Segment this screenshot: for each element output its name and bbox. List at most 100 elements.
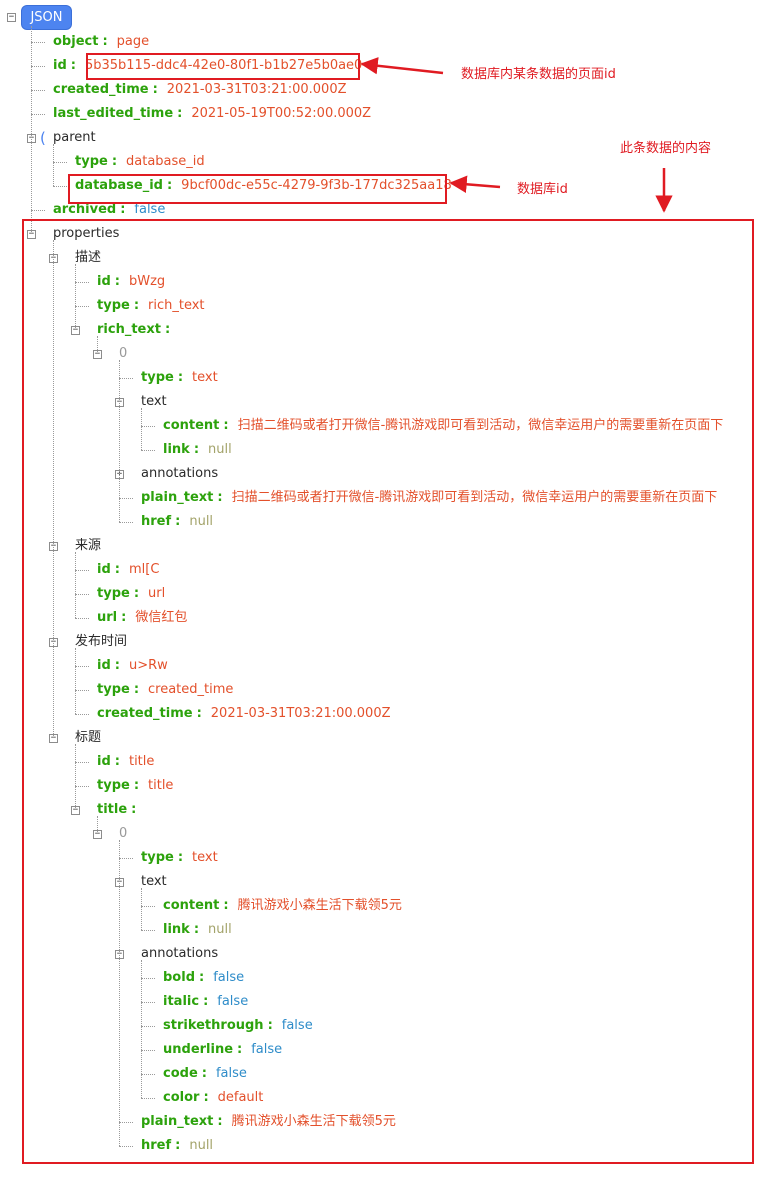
tree-row-italic[interactable]: italic:false <box>163 990 248 1014</box>
tree-row-plain-text[interactable]: plain_text:扫描二维码或者打开微信-腾讯游戏即可看到活动，微信幸运用户… <box>141 486 717 510</box>
tree-row-plain-text[interactable]: plain_text:腾讯游戏小森生活下载领5元 <box>141 1110 396 1134</box>
tree-node-0[interactable]: 0 <box>119 822 127 846</box>
tree-node-annotations[interactable]: annotations <box>141 942 218 966</box>
key-colon: : <box>133 682 140 697</box>
tree-guide-line <box>119 840 120 1146</box>
tree-connector <box>75 570 89 571</box>
tree-node-text[interactable]: text <box>141 390 167 414</box>
tree-row-type[interactable]: type:title <box>97 774 173 798</box>
tree-row-strikethrough[interactable]: strikethrough:false <box>163 1014 313 1038</box>
tree-row-created-time[interactable]: created_time:2021-03-31T03:21:00.000Z <box>53 78 347 102</box>
row-key: link <box>163 442 190 457</box>
key-colon: : <box>177 370 184 385</box>
tree-row-database-id[interactable]: database_id:9bcf00dc-e55c-4279-9f3b-177d… <box>75 174 452 198</box>
root-node-label[interactable]: JSON <box>22 6 71 29</box>
key-colon: : <box>133 298 140 313</box>
page-id-highlight-box <box>86 53 360 80</box>
tree-row-id[interactable]: id:u>Rw <box>97 654 168 678</box>
tree-row-last-edited-time[interactable]: last_edited_time:2021-05-19T00:52:00.000… <box>53 102 371 126</box>
tree-guide-line <box>53 144 54 186</box>
tree-row-type[interactable]: type:database_id <box>75 150 205 174</box>
row-key: type <box>97 586 130 601</box>
tree-row-href[interactable]: href:null <box>141 510 213 534</box>
tree-row-created-time[interactable]: created_time:2021-03-31T03:21:00.000Z <box>97 702 391 726</box>
row-key: content <box>163 418 220 433</box>
tree-row-type[interactable]: type:created_time <box>97 678 233 702</box>
row-key: link <box>163 922 190 937</box>
tree-connector <box>31 66 45 67</box>
tree-row-type[interactable]: type:url <box>97 582 165 606</box>
key-colon: : <box>203 1090 209 1105</box>
key-colon: : <box>175 1138 181 1153</box>
row-value: false <box>134 202 166 217</box>
row-key: object <box>53 34 99 49</box>
tree-connector <box>141 978 155 979</box>
tree-row-archived[interactable]: archived:false <box>53 198 165 222</box>
tree-node-parent[interactable]: parent <box>53 126 96 150</box>
tree-row-content[interactable]: content:扫描二维码或者打开微信-腾讯游戏即可看到活动，微信幸运用户的需要… <box>163 414 723 438</box>
row-value: 2021-03-31T03:21:00.000Z <box>166 82 347 97</box>
tree-node-node[interactable]: 来源 <box>75 534 101 558</box>
root-collapse-toggle[interactable]: − <box>7 13 16 22</box>
row-key: id <box>97 274 111 289</box>
tree-node-properties[interactable]: properties <box>53 222 119 246</box>
database-id-highlight-box <box>68 174 447 204</box>
tree-row-href[interactable]: href:null <box>141 1134 213 1158</box>
tree-row-id[interactable]: id:bWzg <box>97 270 165 294</box>
tree-row-id[interactable]: id:5b35b115-ddc4-42e0-80f1-b1b27e5b0ae0 <box>53 54 362 78</box>
tree-guide-line <box>75 744 76 810</box>
tree-connector <box>141 906 155 907</box>
tree-row-id[interactable]: id:ml[C <box>97 558 159 582</box>
tree-row-underline[interactable]: underline:false <box>163 1038 282 1062</box>
tree-connector <box>141 450 155 451</box>
tree-connector <box>141 1074 155 1075</box>
tree-row-id[interactable]: id:title <box>97 750 154 774</box>
tree-row-link[interactable]: link:null <box>163 918 232 942</box>
node-label: 来源 <box>75 538 102 553</box>
tree-node-node[interactable]: 描述 <box>75 246 101 270</box>
tree-connector <box>119 1146 133 1147</box>
row-key: href <box>141 1138 172 1153</box>
key-colon: : <box>152 82 158 97</box>
tree-row-object[interactable]: object:page <box>53 30 149 54</box>
tree-row-link[interactable]: link:null <box>163 438 232 462</box>
tree-row-color[interactable]: color:default <box>163 1086 263 1110</box>
tree-guide-line <box>141 960 142 1098</box>
tree-connector <box>75 714 89 715</box>
tree-row-type[interactable]: type:text <box>141 846 218 870</box>
tree-node-text[interactable]: text <box>141 870 167 894</box>
tree-connector <box>75 594 89 595</box>
tree-node-node[interactable]: 标题 <box>75 726 101 750</box>
tree-row-type[interactable]: type:text <box>141 366 218 390</box>
tree-row-type[interactable]: type:rich_text <box>97 294 205 318</box>
key-colon: : <box>70 58 76 73</box>
tree-connector <box>31 42 45 43</box>
tree-row-title[interactable]: title: <box>97 798 145 822</box>
row-key: underline <box>163 1042 234 1057</box>
row-value: created_time <box>148 682 234 697</box>
tree-guide-line <box>97 336 98 354</box>
tree-node-0[interactable]: 0 <box>119 342 127 366</box>
tree-connector <box>119 498 133 499</box>
tree-connector <box>141 426 155 427</box>
row-value: text <box>192 850 218 865</box>
row-key: url <box>97 610 118 625</box>
tree-connector <box>53 162 67 163</box>
database-id-annotation: 数据库id <box>517 182 568 197</box>
row-key: italic <box>163 994 200 1009</box>
tree-node-annotations[interactable]: annotations <box>141 462 218 486</box>
key-colon: : <box>114 274 120 289</box>
node-label: 描述 <box>75 250 102 265</box>
key-colon: : <box>267 1018 273 1033</box>
tree-guide-line <box>75 552 76 618</box>
tree-connector <box>119 378 133 379</box>
tree-node-node[interactable]: 发布时间 <box>75 630 127 654</box>
tree-row-url[interactable]: url:微信红包 <box>97 606 187 630</box>
parent-bracket-icon: ( <box>40 129 46 147</box>
tree-row-rich-text[interactable]: rich_text: <box>97 318 179 342</box>
tree-row-code[interactable]: code:false <box>163 1062 247 1086</box>
row-key: plain_text <box>141 490 214 505</box>
tree-row-content[interactable]: content:腾讯游戏小森生活下载领5元 <box>163 894 402 918</box>
tree-row-bold[interactable]: bold:false <box>163 966 244 990</box>
row-key: rich_text <box>97 322 161 337</box>
